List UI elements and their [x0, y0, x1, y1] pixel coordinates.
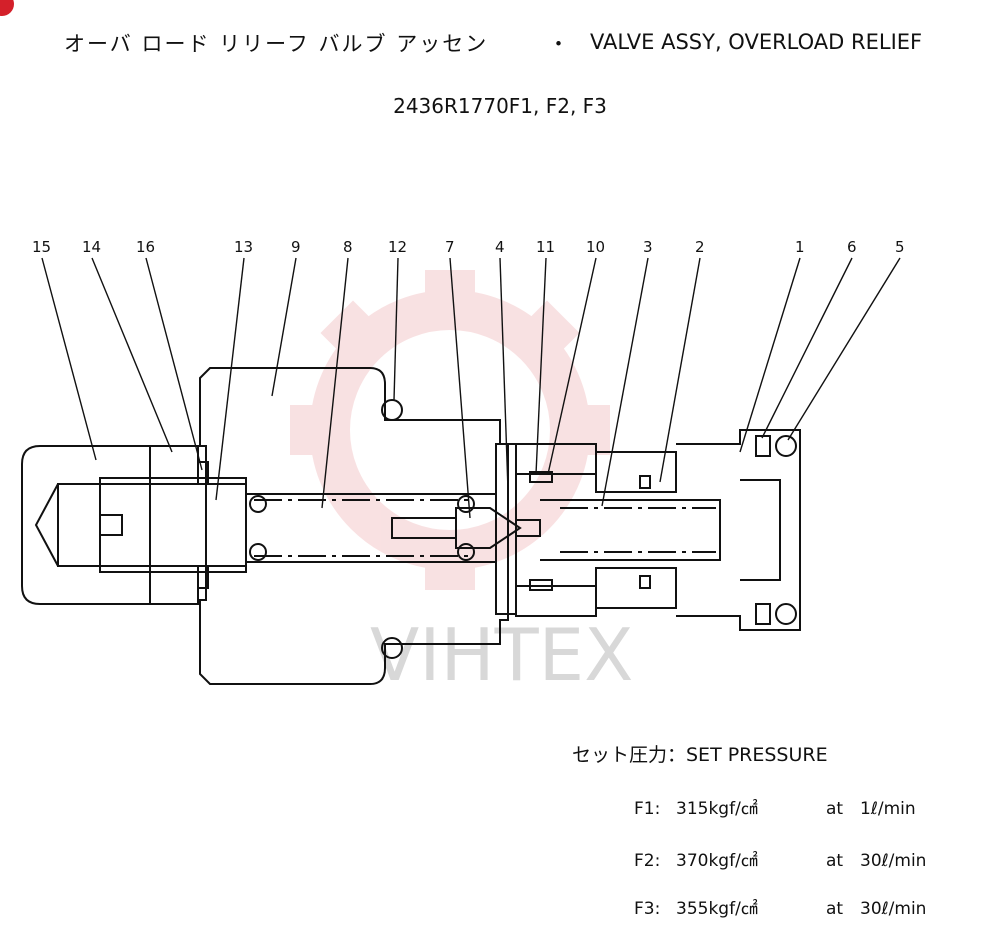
callout-5: 5: [895, 238, 905, 256]
set-pressure-row-f2: F2: 370kgf/㎠ at 30ℓ/min: [634, 846, 926, 871]
callout-14: 14: [82, 238, 101, 256]
callout-12: 12: [388, 238, 407, 256]
row-code: F2:: [634, 851, 661, 871]
row-pressure: 315kgf/㎠: [676, 799, 758, 819]
watermark-text: VIHTEX: [370, 613, 633, 697]
callout-8: 8: [343, 238, 353, 256]
set-pressure-title: セット圧力：SET PRESSURE: [572, 744, 828, 766]
o-ring-5-top: [775, 435, 797, 457]
row-at: at: [826, 799, 844, 819]
callout-6: 6: [847, 238, 857, 256]
title-separator: ・: [548, 32, 569, 56]
plug-body: [199, 367, 509, 685]
row-at: at: [826, 851, 844, 871]
callout-15: 15: [32, 238, 51, 256]
adjusting-screw: [57, 483, 247, 567]
callout-7: 7: [445, 238, 455, 256]
callout-16: 16: [136, 238, 155, 256]
callout-labels: 15 14 16 13 9 8 12 7 4 11 10 3 2 1 6 5: [32, 238, 905, 256]
set-pressure-row-f3: F3: 355kgf/㎠ at 30ℓ/min: [634, 894, 926, 919]
watermark-gear-icon: [290, 270, 610, 590]
cone-tip: [34, 483, 59, 567]
title-japanese: オーバ ロード リリーフ バルブ アッセン: [64, 32, 489, 56]
leader-lines: [41, 257, 901, 519]
row-at: at: [826, 899, 844, 919]
row-flow: 30ℓ/min: [860, 899, 927, 919]
callout-4: 4: [495, 238, 505, 256]
callout-13: 13: [234, 238, 253, 256]
o-ring-5-bottom: [775, 603, 797, 625]
part-numbers: 2436R1770F1, F2, F3: [393, 94, 607, 118]
row-flow: 30ℓ/min: [860, 851, 927, 871]
callout-3: 3: [643, 238, 653, 256]
set-pressure-row-f1: F1: 315kgf/㎠ at 1ℓ/min: [634, 794, 916, 819]
o-ring-12-top: [381, 399, 403, 421]
o-ring-12-bottom: [381, 637, 403, 659]
brand-mark: [0, 0, 14, 16]
nut-left: [21, 445, 151, 605]
row-pressure: 370kgf/㎠: [676, 851, 758, 871]
callout-10: 10: [586, 238, 605, 256]
poppet: [455, 507, 522, 549]
callout-2: 2: [695, 238, 705, 256]
title-english: VALVE ASSY, OVERLOAD RELIEF: [590, 30, 923, 54]
callout-11: 11: [536, 238, 555, 256]
row-code: F3:: [634, 899, 661, 919]
valve-body: [676, 429, 801, 631]
row-flow: 1ℓ/min: [860, 799, 916, 819]
row-code: F1:: [634, 799, 661, 819]
callout-1: 1: [795, 238, 805, 256]
callout-9: 9: [291, 238, 301, 256]
row-pressure: 355kgf/㎠: [676, 899, 758, 919]
